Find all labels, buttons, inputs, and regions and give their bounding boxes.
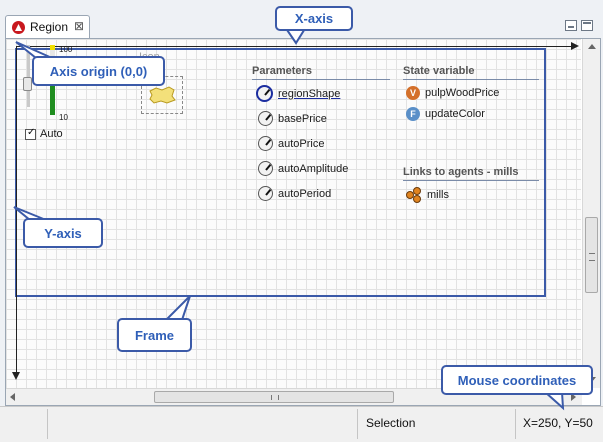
axis-origin-callout: Axis origin (0,0) — [32, 56, 165, 86]
level-top-marker — [50, 45, 55, 50]
status-separator — [357, 409, 358, 439]
scroll-right-icon[interactable] — [571, 393, 576, 401]
axis-origin-callout-text: Axis origin (0,0) — [49, 63, 148, 79]
state-variable-label: updateColor — [425, 108, 485, 120]
frame-callout: Frame — [117, 318, 192, 352]
parameter-icon — [258, 161, 273, 176]
function-icon: F — [406, 107, 420, 121]
y-axis-callout-text: Y-axis — [44, 225, 82, 241]
parameter-item-basePrice[interactable]: basePrice — [258, 111, 327, 126]
parameter-icon — [258, 186, 273, 201]
x-axis-callout-text: X-axis — [294, 11, 334, 26]
level-fill — [50, 76, 55, 115]
parameter-icon — [258, 136, 273, 151]
parameter-item-regionShape[interactable]: regionShape — [256, 85, 340, 102]
x-axis-callout: X-axis — [275, 6, 353, 31]
auto-checkbox-label: Auto — [40, 128, 63, 140]
slider-max-label: 100 — [59, 45, 73, 54]
vertical-scrollbar[interactable] — [582, 39, 600, 388]
scroll-up-icon[interactable] — [588, 44, 596, 49]
parameter-label: autoPeriod — [278, 187, 332, 200]
slider-min-label: 10 — [59, 113, 68, 122]
variable-icon: V — [406, 86, 420, 100]
state-variable-label: pulpWoodPrice — [425, 87, 500, 99]
x-axis-line — [16, 46, 576, 47]
parameter-icon — [258, 111, 273, 126]
auto-checkbox-row[interactable]: Auto — [25, 127, 63, 140]
grip-icon — [271, 395, 279, 400]
frame-callout-text: Frame — [134, 327, 175, 343]
vertical-scroll-thumb[interactable] — [585, 217, 598, 293]
mouse-coordinates-callout: Mouse coordinates — [441, 365, 593, 395]
horizontal-scrollbar[interactable] — [6, 388, 582, 405]
status-mode: Selection — [366, 416, 416, 430]
parameter-label: autoPrice — [278, 137, 325, 150]
region-shape-icon — [149, 86, 176, 104]
parameter-label: autoAmplitude — [278, 162, 349, 175]
agent-links-divider — [403, 180, 539, 181]
status-bar: Selection X=250, Y=50 — [0, 406, 603, 442]
icon-area-box[interactable] — [141, 76, 183, 114]
state-variable-updateColor[interactable]: F updateColor — [406, 107, 485, 121]
y-axis-callout: Y-axis — [23, 218, 103, 248]
agent-link-label: mills — [427, 189, 449, 201]
graphical-editor[interactable]: 100 10 Auto Icon Parameters regionShape … — [5, 38, 601, 406]
slider-track[interactable] — [27, 45, 30, 107]
parameter-icon — [256, 85, 273, 102]
state-variables-divider — [403, 79, 539, 80]
x-axis-arrow-icon — [571, 42, 579, 50]
parameter-item-autoPeriod[interactable]: autoPeriod — [258, 186, 331, 201]
status-separator — [515, 409, 516, 439]
editor-grid[interactable]: 100 10 Auto Icon Parameters regionShape … — [6, 39, 581, 388]
parameters-divider — [252, 79, 390, 80]
scroll-left-icon[interactable] — [10, 393, 15, 401]
parameter-label: regionShape — [278, 87, 341, 100]
status-separator — [47, 409, 48, 439]
y-axis-arrow-icon — [12, 372, 20, 380]
minimize-button[interactable] — [565, 20, 577, 31]
agent-links-heading: Links to agents - mills — [403, 166, 519, 178]
parameter-item-autoAmplitude[interactable]: autoAmplitude — [258, 161, 348, 176]
agent-link-mills[interactable]: mills — [406, 187, 449, 203]
parameters-heading: Parameters — [252, 65, 312, 77]
mouse-coordinates-callout-text: Mouse coordinates — [457, 372, 577, 388]
maximize-button[interactable] — [581, 20, 593, 31]
parameter-item-autoPrice[interactable]: autoPrice — [258, 136, 324, 151]
close-icon[interactable]: ⊠ — [74, 19, 85, 33]
y-axis-line — [16, 46, 17, 376]
auto-checkbox[interactable] — [25, 127, 36, 140]
state-variables-heading: State variable — [403, 65, 475, 77]
slider-knob[interactable] — [23, 77, 32, 91]
app-logo-icon — [12, 21, 25, 34]
tab-title: Region — [30, 20, 69, 34]
window-controls — [565, 20, 593, 31]
state-variable-pulpWoodPrice[interactable]: V pulpWoodPrice — [406, 86, 499, 100]
horizontal-scroll-thumb[interactable] — [154, 391, 394, 403]
mouse-coordinates-readout: X=250, Y=50 — [523, 416, 593, 430]
agents-icon — [406, 187, 422, 203]
grip-icon — [589, 253, 595, 261]
parameter-label: basePrice — [278, 112, 327, 125]
tab-region[interactable]: Region ⊠ — [5, 15, 90, 38]
